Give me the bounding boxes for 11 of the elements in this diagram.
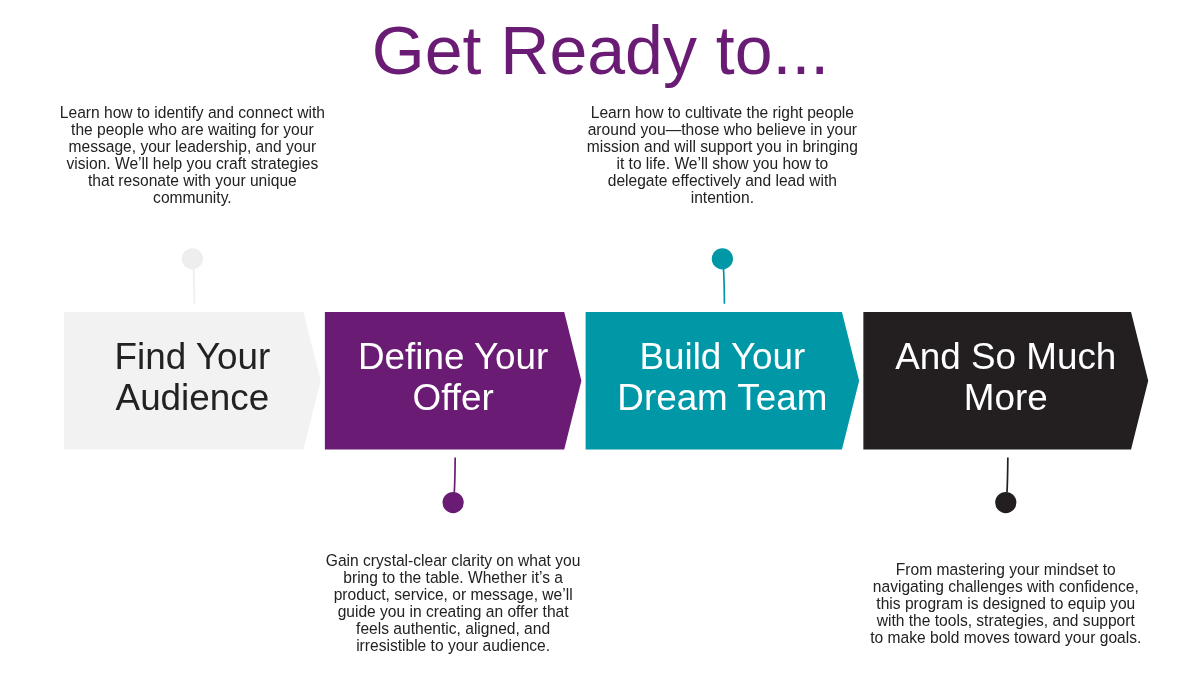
connector [452,456,456,494]
node-label: From mastering your mindset to navigating challenges with confidence, this program is designed to equip you with the tools, strategies, and support to make bold moves toward your goals. [869,560,1141,646]
node-circle [994,491,1016,514]
node-circle [711,248,733,270]
node-label: Learn how to cultivate the right people around you—those who believe in your mission and will support you in bringing it to life. We’ll show you how to delegate effectively and lead with intention. [586,104,858,207]
node-label: Gain crystal-clear clarity on what you bring to the table. Whether it’s a product, service, or message, we’ll guide you in creating an offer that feels authentic, aligned, and irresistible to your audience. [325,552,580,655]
diagram-title: Get Ready to... [371,11,829,88]
node-label: Learn how to identify and connect with the people who are waiting for your message, your leadership, and your vision. We’ll help you craft strategies that resonate with your unique community. [59,104,325,207]
connector [1005,456,1009,494]
connector [722,267,725,305]
node-circle [442,491,464,514]
